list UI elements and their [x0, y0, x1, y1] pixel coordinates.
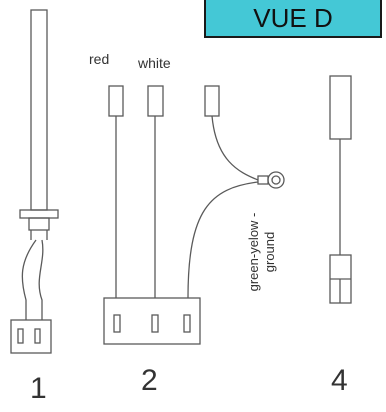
heater-flange: [19, 209, 59, 219]
ground-ring-hole: [271, 175, 281, 185]
heater-wire-left: [21, 239, 37, 320]
ground-wire-lower: [187, 181, 259, 299]
part-4-sensor: [329, 75, 352, 304]
ground-ring-terminal: [267, 171, 285, 189]
heater-wire-right: [38, 239, 44, 320]
part-2-wiring-harness: [103, 85, 285, 345]
part-1-heater-element: [10, 9, 59, 354]
ground-wire-terminal: [204, 85, 220, 117]
connector-pin: [113, 314, 121, 333]
white-wire-label: white: [138, 55, 171, 71]
ground-wire-upper: [211, 115, 259, 181]
connector-pin: [183, 314, 191, 333]
part-number-4: 4: [331, 364, 348, 397]
part-number-2: 2: [141, 364, 158, 397]
ground-wire-label: green-yelow - ground: [246, 212, 277, 292]
heater-plug-pin: [17, 328, 24, 344]
white-wire-terminal: [147, 85, 164, 117]
heater-plug-pin: [34, 328, 41, 344]
sensor-head: [329, 75, 352, 140]
part-number-1: 1: [30, 372, 47, 405]
red-wire-terminal: [108, 85, 124, 117]
view-badge: VUE D: [204, 0, 382, 38]
heater-plug: [10, 319, 52, 354]
connector-pin: [151, 314, 159, 333]
harness-connector: [103, 297, 201, 345]
red-wire-label: red: [89, 51, 110, 67]
heater-collar: [28, 217, 50, 231]
ground-ring-crimp: [257, 175, 269, 185]
heater-rod: [30, 9, 48, 211]
